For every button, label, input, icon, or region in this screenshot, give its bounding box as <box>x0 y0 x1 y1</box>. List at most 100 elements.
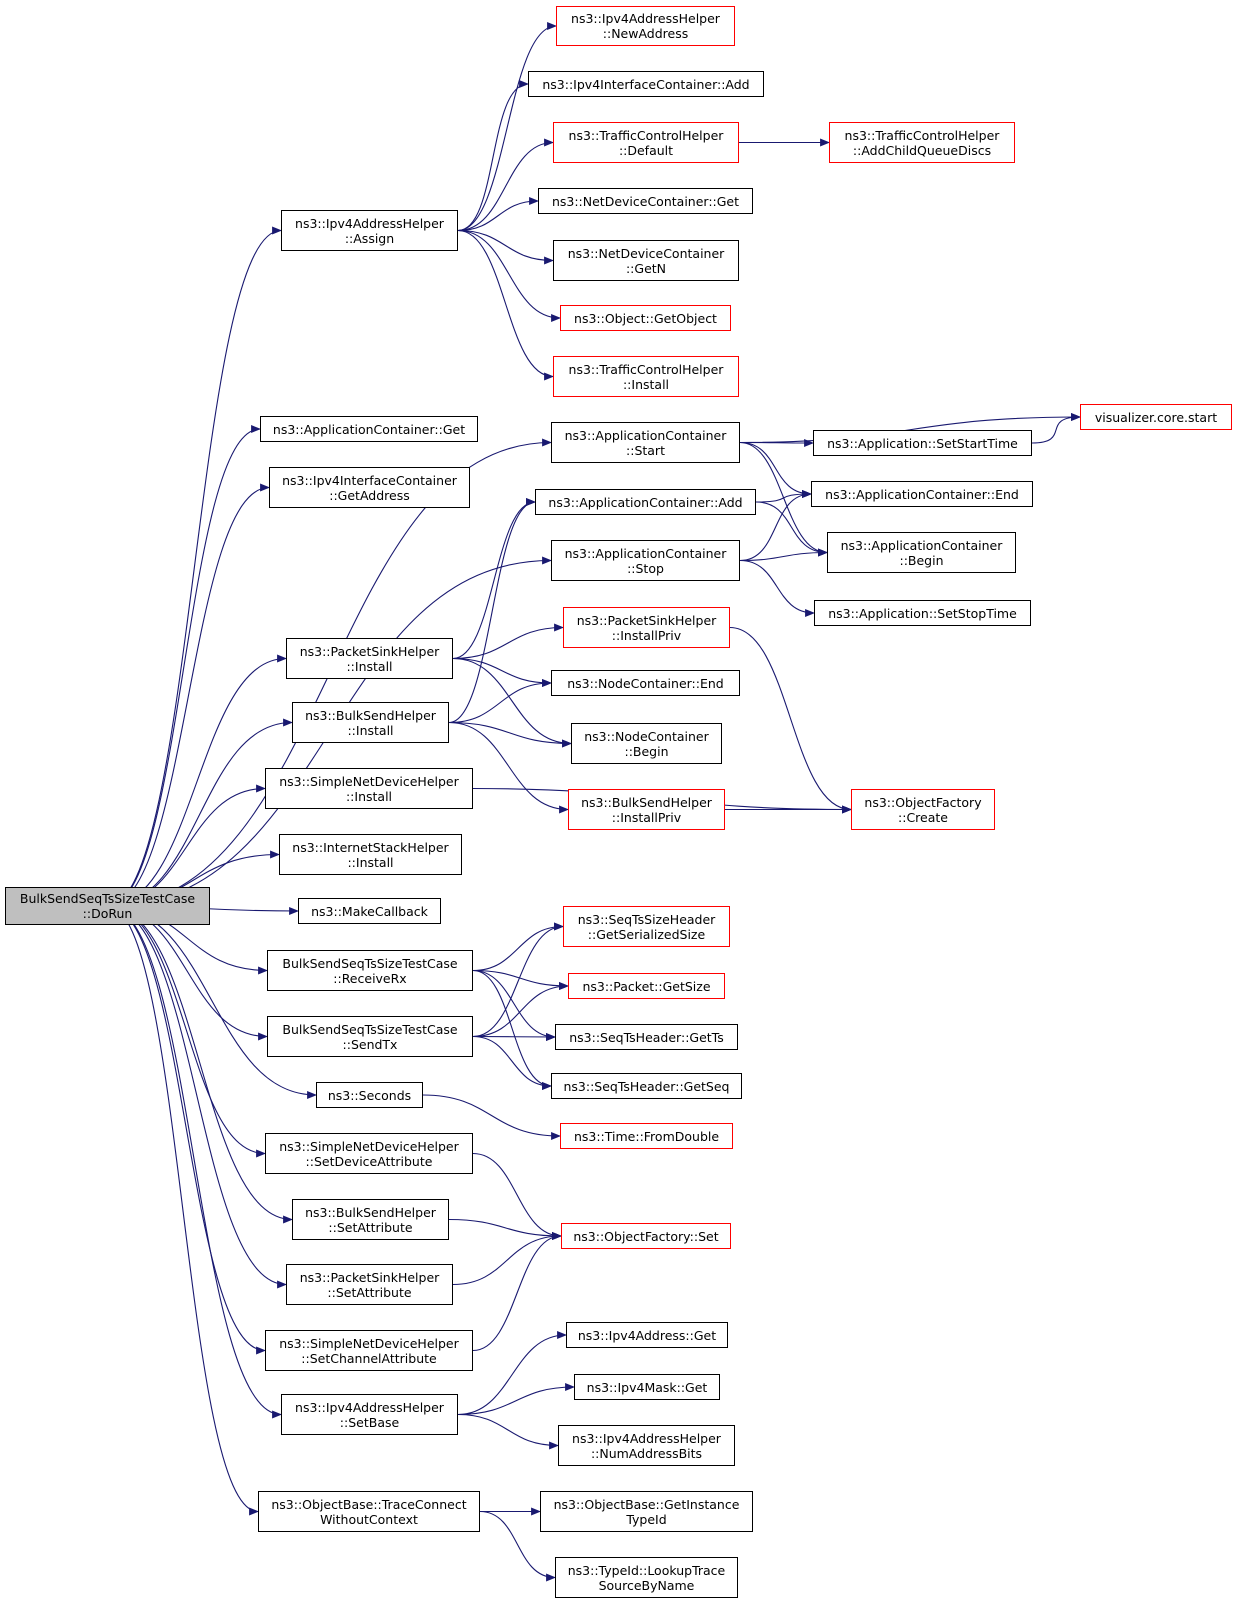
node-seqtsheader-getts[interactable]: ns3::SeqTsHeader::GetTs <box>555 1024 738 1050</box>
edge-ipv4_assign-to-ipv4if_add <box>457 80 529 232</box>
node-seqtssizeheader-getserializedsize[interactable]: ns3::SeqTsSizeHeader::GetSerializedSize <box>563 906 730 947</box>
edge-psh_install-to-nc_begin <box>452 657 572 748</box>
node-packetsinkhelper-install[interactable]: ns3::PacketSinkHelper::Install <box>286 638 453 679</box>
edge-appc_add-to-appc_begin <box>755 501 828 557</box>
node-application-setstoptime[interactable]: ns3::Application::SetStopTime <box>814 600 1031 626</box>
edge-send_tx-to-seqts_getts <box>472 1033 556 1041</box>
node-objectfactory-set[interactable]: ns3::ObjectFactory::Set <box>561 1223 731 1249</box>
node-trafficcontrolhelper-default[interactable]: ns3::TrafficControlHelper::Default <box>553 122 739 163</box>
node-ipv4addresshelper-assign[interactable]: ns3::Ipv4AddressHelper::Assign <box>281 210 458 251</box>
node-seqtsheader-getseq[interactable]: ns3::SeqTsHeader::GetSeq <box>551 1073 742 1099</box>
node-applicationcontainer-start[interactable]: ns3::ApplicationContainer::Start <box>551 422 740 463</box>
edge-root-to-psh_setattr <box>107 905 287 1289</box>
node-packetsinkhelper-setattribute[interactable]: ns3::PacketSinkHelper::SetAttribute <box>286 1264 453 1305</box>
node-trafficcontrolhelper-addchildqueuediscs[interactable]: ns3::TrafficControlHelper::AddChildQueue… <box>829 122 1015 163</box>
edge-root-to-ipv4if_getaddress <box>107 483 270 907</box>
edge-appc_start-to-vis_start <box>739 413 1081 444</box>
edge-psh_install-to-nc_end <box>452 657 552 687</box>
node-netdevicecontainer-getn[interactable]: ns3::NetDeviceContainer::GetN <box>553 240 739 281</box>
node-nodecontainer-end[interactable]: ns3::NodeContainer::End <box>551 670 740 696</box>
edge-appc_stop-to-app_setstoptime <box>739 559 815 617</box>
edge-ipv4_assign-to-tc_default <box>457 138 554 232</box>
node-trafficcontrolhelper-install[interactable]: ns3::TrafficControlHelper::Install <box>553 356 739 397</box>
edge-ipv4_setbase-to-ipv4_numaddrbits <box>457 1413 559 1450</box>
edge-psh_installpriv-to-of_create <box>729 626 852 814</box>
node-makecallback[interactable]: ns3::MakeCallback <box>298 898 441 924</box>
node-simplenetdevicehelper-install[interactable]: ns3::SimpleNetDeviceHelper::Install <box>265 768 473 809</box>
node-packetsinkhelper-installpriv[interactable]: ns3::PacketSinkHelper::InstallPriv <box>563 607 730 648</box>
node-internetstackhelper-install[interactable]: ns3::InternetStackHelper::Install <box>279 834 462 875</box>
edge-appc_start-to-app_setstarttime <box>739 439 814 447</box>
node-ipv4addresshelper-newaddress[interactable]: ns3::Ipv4AddressHelper::NewAddress <box>556 6 735 46</box>
edge-bsh_install-to-bsh_installpriv <box>448 721 569 814</box>
node-applicationcontainer-get[interactable]: ns3::ApplicationContainer::Get <box>260 416 478 442</box>
node-applicationcontainer-stop[interactable]: ns3::ApplicationContainer::Stop <box>551 540 740 581</box>
edge-ipv4_assign-to-ndc_getn <box>457 229 554 265</box>
edge-root-to-trace_connect <box>107 905 259 1516</box>
node-ipv4mask-get[interactable]: ns3::Ipv4Mask::Get <box>574 1374 720 1400</box>
edge-ipv4_assign-to-tc_install <box>457 229 554 381</box>
edge-ipv4_setbase-to-ipv4mask_get <box>457 1383 575 1416</box>
node-bulksendhelper-setattribute[interactable]: ns3::BulkSendHelper::SetAttribute <box>292 1199 449 1240</box>
edge-psh_install-to-psh_installpriv <box>452 623 564 660</box>
node-ipv4interfacecontainer-add[interactable]: ns3::Ipv4InterfaceContainer::Add <box>528 71 764 97</box>
edge-send_tx-to-packet_getsize <box>472 982 569 1038</box>
edge-psh_install-to-appc_add <box>452 498 536 660</box>
node-applicationcontainer-add[interactable]: ns3::ApplicationContainer::Add <box>535 489 756 515</box>
edge-ipv4_assign-to-ndc_get <box>457 197 539 232</box>
edge-bsh_install-to-nc_end <box>448 679 552 724</box>
edge-receive_rx-to-seqts_getsersize <box>472 922 564 972</box>
edge-app_setstarttime-to-vis_start <box>1031 413 1081 444</box>
node-bulksendhelper-installpriv[interactable]: ns3::BulkSendHelper::InstallPriv <box>568 789 725 830</box>
edge-root-to-snd_setchanattr <box>107 905 266 1355</box>
edge-root-to-ipv4_setbase <box>107 905 282 1419</box>
edge-seconds-to-time_fromdouble <box>422 1094 561 1140</box>
edge-bsh_install-to-appc_add <box>448 498 536 724</box>
node-bulksendseqtssizetestcase-receiverx[interactable]: BulkSendSeqTsSizeTestCase::ReceiveRx <box>267 950 473 991</box>
node-time-fromdouble[interactable]: ns3::Time::FromDouble <box>560 1123 733 1149</box>
node-bulksendseqtssizetestcase-sendtx[interactable]: BulkSendSeqTsSizeTestCase::SendTx <box>267 1016 473 1057</box>
node-ipv4address-get[interactable]: ns3::Ipv4Address::Get <box>566 1322 728 1348</box>
edge-ipv4_assign-to-obj_getobject <box>457 229 561 322</box>
node-applicationcontainer-begin[interactable]: ns3::ApplicationContainer::Begin <box>827 532 1016 573</box>
edge-receive_rx-to-seqts_getseq <box>472 969 552 1090</box>
node-packet-getsize[interactable]: ns3::Packet::GetSize <box>568 973 725 999</box>
edge-receive_rx-to-seqts_getts <box>472 969 556 1041</box>
node-object-getobject[interactable]: ns3::Object::GetObject <box>560 305 731 331</box>
edge-root-to-appc_get <box>107 425 261 907</box>
edge-appc_stop-to-appc_end <box>739 490 812 562</box>
edge-root-to-psh_install <box>107 654 287 907</box>
node-ipv4interfacecontainer-getaddress[interactable]: ns3::Ipv4InterfaceContainer::GetAddress <box>269 467 470 508</box>
edge-root-to-send_tx <box>107 905 268 1041</box>
edge-appc_start-to-appc_end <box>739 441 812 498</box>
edge-snd_setchanattr-to-of_set <box>472 1232 562 1352</box>
node-objectfactory-create[interactable]: ns3::ObjectFactory::Create <box>851 789 995 830</box>
edge-bsh_setattr-to-of_set <box>448 1218 562 1240</box>
edge-appc_stop-to-appc_begin <box>739 548 828 562</box>
node-application-setstarttime[interactable]: ns3::Application::SetStartTime <box>813 430 1032 456</box>
node-netdevicecontainer-get[interactable]: ns3::NetDeviceContainer::Get <box>538 188 753 214</box>
edge-ipv4_assign-to-new_address <box>457 22 557 232</box>
edge-receive_rx-to-packet_getsize <box>472 969 569 990</box>
node-bulksendhelper-install[interactable]: ns3::BulkSendHelper::Install <box>292 702 449 743</box>
edge-bsh_install-to-nc_begin <box>448 721 572 748</box>
edge-send_tx-to-seqts_getseq <box>472 1035 552 1090</box>
node-dorun-root: BulkSendSeqTsSizeTestCase::DoRun <box>5 887 210 925</box>
edge-send_tx-to-seqts_getsersize <box>472 922 564 1038</box>
node-applicationcontainer-end[interactable]: ns3::ApplicationContainer::End <box>811 481 1033 507</box>
node-nodecontainer-begin[interactable]: ns3::NodeContainer::Begin <box>571 723 722 764</box>
node-ipv4addresshelper-setbase[interactable]: ns3::Ipv4AddressHelper::SetBase <box>281 1394 458 1435</box>
edge-trace_connect-to-typeid_lookup <box>479 1510 556 1582</box>
edge-psh_setattr-to-of_set <box>452 1232 562 1286</box>
edge-ipv4_setbase-to-ipv4addr_get <box>457 1331 567 1416</box>
node-visualizer-core-start[interactable]: visualizer.core.start <box>1080 404 1232 430</box>
node-simplenetdevicehelper-setdeviceattribute[interactable]: ns3::SimpleNetDeviceHelper::SetDeviceAtt… <box>265 1133 473 1174</box>
node-seconds[interactable]: ns3::Seconds <box>316 1082 423 1108</box>
node-simplenetdevicehelper-setchannelattribute[interactable]: ns3::SimpleNetDeviceHelper::SetChannelAt… <box>265 1330 473 1371</box>
node-ipv4addresshelper-numaddressbits[interactable]: ns3::Ipv4AddressHelper::NumAddressBits <box>558 1425 735 1466</box>
